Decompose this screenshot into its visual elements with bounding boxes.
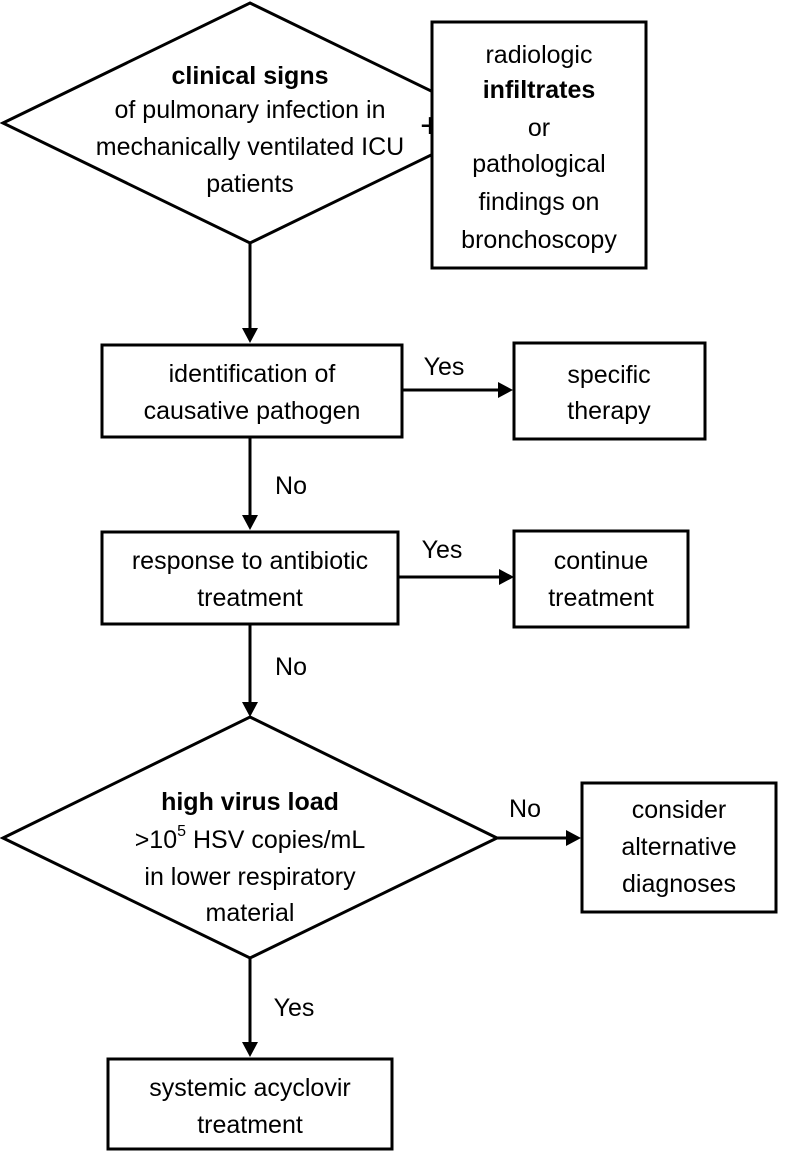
acyclovir-box-line2: treatment	[197, 1111, 303, 1139]
virus-decision-line1: high virus load	[161, 788, 339, 816]
connector-antibiotic-to-virus	[242, 624, 258, 717]
therapy-box: specific therapy	[512, 341, 707, 441]
pathogen-box-rect	[100, 343, 404, 439]
radiology-box-line1: radiologic	[485, 41, 592, 69]
alternative-box-line2: alternative	[621, 833, 736, 861]
edge-label-pathogen-no: No	[275, 472, 307, 500]
acyclovir-box-line1: systemic acyclovir	[149, 1074, 350, 1102]
connector-pathogen-to-therapy	[402, 382, 513, 398]
acyclovir-box-rect	[106, 1057, 394, 1151]
acyclovir-box: systemic acyclovir treatment	[106, 1057, 394, 1151]
continue-box-line2: treatment	[548, 584, 654, 612]
edge-label-virus-no: No	[509, 795, 541, 823]
edge-label-antibiotic-no: No	[275, 653, 307, 681]
therapy-box-line2: therapy	[567, 397, 651, 425]
therapy-box-line1: specific	[567, 361, 650, 389]
continue-box: continue treatment	[512, 529, 690, 629]
virus-decision-line2-prefix: >10	[135, 826, 177, 854]
alternative-box: consider alternative diagnoses	[580, 781, 778, 914]
radiology-box-line4: pathological	[472, 150, 605, 178]
start-decision-line2: of pulmonary infection in	[115, 96, 386, 124]
virus-decision-line2: >105 HSV copies/mL	[135, 823, 366, 854]
virus-decision-line4: material	[206, 899, 295, 927]
edge-label-antibiotic-yes: Yes	[422, 536, 463, 564]
pathogen-box-line1: identification of	[169, 360, 336, 388]
antibiotic-box-line1: response to antibiotic	[132, 547, 368, 575]
start-decision-line4: patients	[206, 170, 294, 198]
antibiotic-box-rect	[100, 530, 400, 626]
radiology-box-rect	[430, 20, 648, 270]
connector-virus-to-acyclovir	[242, 958, 258, 1057]
virus-decision-line2-suffix: HSV copies/mL	[186, 826, 365, 854]
start-decision-diamond	[0, 1, 501, 245]
alternative-box-rect	[580, 781, 778, 914]
virus-decision: high virus load >105 HSV copies/mL in lo…	[0, 715, 501, 960]
alternative-box-line3: diagnoses	[622, 870, 736, 898]
antibiotic-box: response to antibiotic treatment	[100, 530, 400, 626]
edge-label-pathogen-yes: Yes	[424, 353, 465, 381]
radiology-box-line3: or	[528, 114, 550, 142]
pathogen-box-line2: causative pathogen	[144, 397, 361, 425]
start-decision-line1: clinical signs	[171, 62, 328, 90]
virus-decision-line3: in lower respiratory	[144, 863, 356, 891]
continue-box-rect	[512, 529, 690, 629]
connector-pathogen-to-antibiotic	[242, 438, 258, 530]
connector-virus-to-alternative	[497, 830, 581, 846]
connector-antibiotic-to-continue	[398, 569, 514, 585]
alternative-box-line1: consider	[632, 796, 727, 824]
start-decision: clinical signs of pulmonary infection in…	[0, 1, 501, 245]
connector-start-to-pathogen	[242, 243, 258, 343]
pathogen-box: identification of causative pathogen	[100, 343, 404, 439]
radiology-box-line2: infiltrates	[483, 76, 596, 104]
edge-label-virus-yes: Yes	[274, 994, 315, 1022]
virus-decision-exponent: 5	[177, 823, 186, 840]
start-decision-line3: mechanically ventilated ICU	[96, 133, 404, 161]
radiology-box: radiologic infiltrates or pathological f…	[430, 20, 648, 270]
antibiotic-box-line2: treatment	[197, 584, 303, 612]
radiology-box-line5: findings on	[479, 188, 600, 216]
virus-decision-diamond	[0, 715, 501, 960]
continue-box-line1: continue	[554, 547, 649, 575]
therapy-box-rect	[512, 341, 707, 441]
radiology-box-line6: bronchoscopy	[461, 226, 617, 254]
